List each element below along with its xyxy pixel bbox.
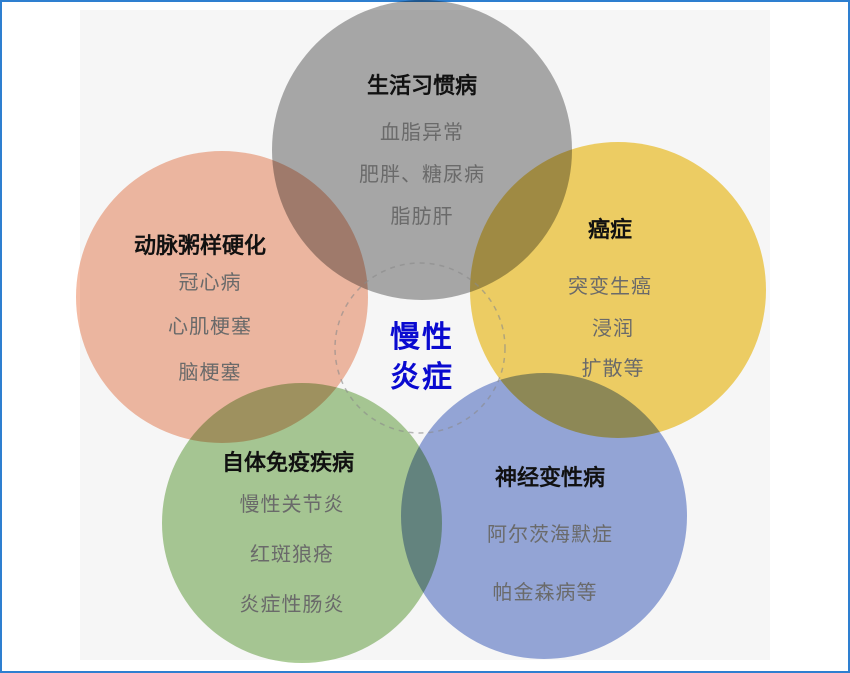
cancer-item-1: 突变生癌 [568, 274, 652, 298]
circle-cancer [470, 142, 766, 438]
lifestyle-item-2: 肥胖、糖尿病 [359, 162, 485, 186]
circle-autoimmune [162, 383, 442, 663]
circle-atherosclerosis [76, 151, 368, 443]
center-dashed-ring [334, 262, 506, 434]
lifestyle-item-1: 血脂异常 [380, 120, 464, 144]
center-label: 慢性 炎症 [380, 318, 464, 398]
lifestyle-item-3: 脂肪肝 [390, 204, 454, 228]
atherosclerosis-item-3: 脑梗塞 [178, 360, 242, 384]
circle-neurodegenerative [401, 373, 687, 659]
lifestyle-disease-title: 生活习惯病 [366, 74, 477, 99]
center-label-line1: 慢性 [390, 320, 454, 355]
neurodegenerative-title: 神经变性病 [494, 466, 605, 491]
autoimmune-item-2: 红斑狼疮 [250, 542, 334, 566]
neuro-item-1: 阿尔茨海默症 [487, 522, 613, 546]
cancer-title: 癌症 [587, 218, 632, 243]
autoimmune-title: 自体免疫疾病 [221, 451, 354, 476]
autoimmune-item-1: 慢性关节炎 [239, 492, 345, 516]
neuro-item-2: 帕金森病等 [492, 580, 598, 604]
cancer-item-2: 浸润 [592, 316, 634, 340]
autoimmune-item-3: 炎症性肠炎 [239, 592, 345, 616]
center-label-line2: 炎症 [390, 360, 454, 395]
atherosclerosis-title: 动脉粥样硬化 [133, 234, 266, 259]
cancer-item-3: 扩散等 [581, 356, 645, 380]
atherosclerosis-item-2: 心肌梗塞 [168, 314, 252, 338]
atherosclerosis-item-1: 冠心病 [178, 270, 242, 294]
